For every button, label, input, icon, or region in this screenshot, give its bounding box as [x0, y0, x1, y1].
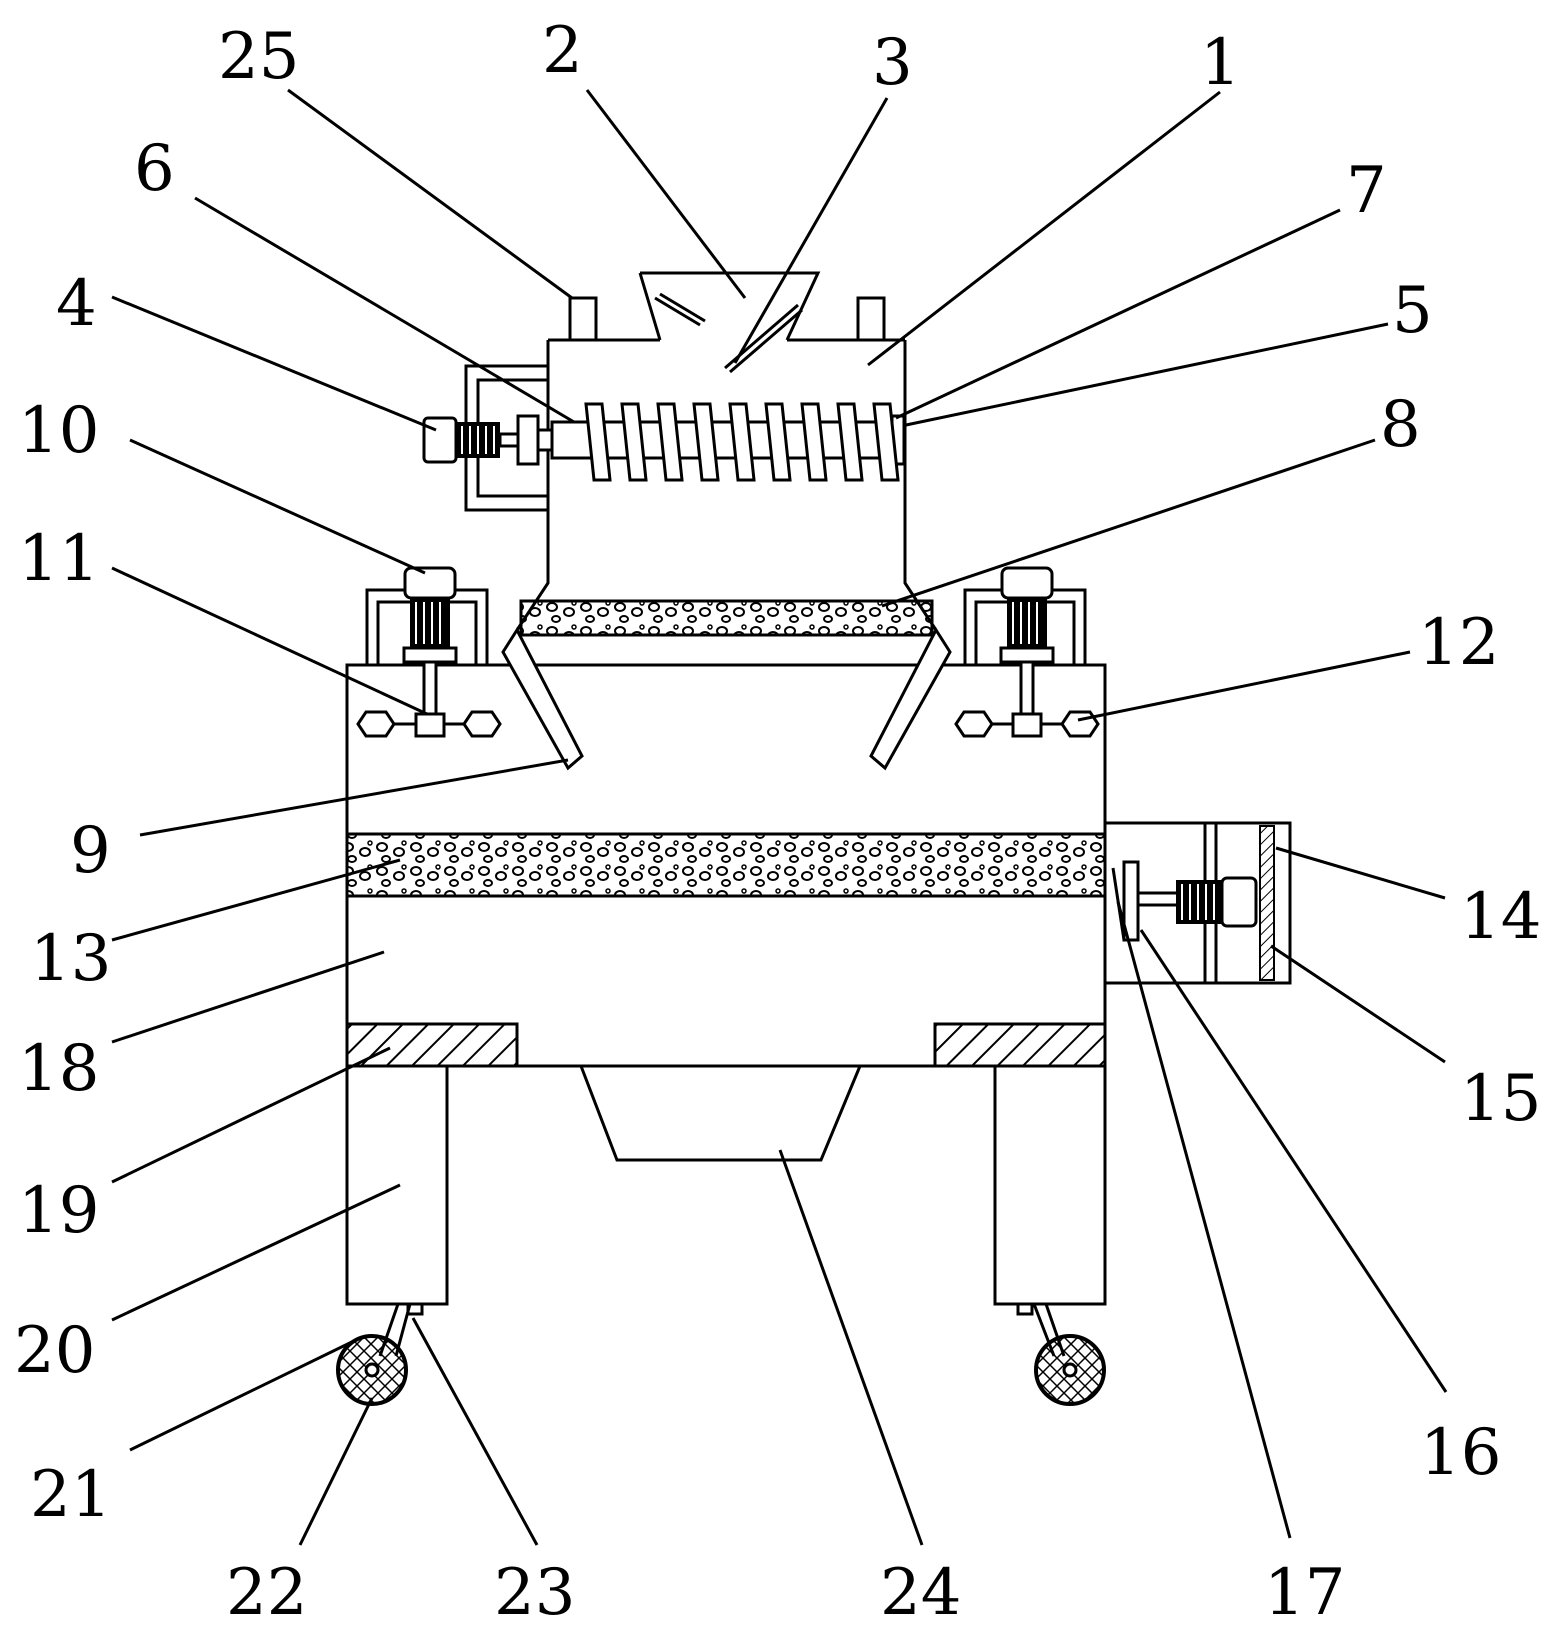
leader-7 [895, 208, 1341, 420]
guide-chute-left [501, 626, 584, 771]
callout-16: 16 [1420, 1416, 1501, 1490]
callout-21: 21 [30, 1458, 111, 1532]
leader-12 [1077, 650, 1411, 722]
filter-layer [345, 832, 1107, 898]
screw-blade [656, 402, 684, 482]
crusher-screen [519, 599, 934, 637]
leader-8 [881, 438, 1376, 608]
crusher-motor [422, 414, 554, 466]
callout-18: 18 [18, 1032, 99, 1106]
callout-7: 7 [1346, 154, 1387, 228]
leader-4 [111, 295, 437, 432]
callout-2: 2 [542, 14, 583, 88]
leader-25 [287, 88, 573, 300]
support-pad-right [933, 1022, 1107, 1068]
screw-blade [728, 402, 756, 482]
vent-pipe-left [568, 296, 598, 342]
discharge-hopper [579, 1065, 862, 1162]
leader-11 [111, 566, 428, 716]
leg-right [993, 1064, 1107, 1306]
callout-11: 11 [18, 522, 99, 596]
leader-6 [194, 196, 575, 424]
leader-13 [111, 858, 401, 942]
guide-plate [654, 292, 803, 374]
caster-left [336, 1302, 424, 1406]
leader-5 [905, 322, 1389, 427]
callout-labels: 1 2 3 4 5 6 7 8 9 10 11 12 13 14 15 16 1… [14, 14, 1541, 1630]
side-motor [1136, 876, 1258, 928]
support-pad-left [345, 1022, 519, 1068]
callout-15: 15 [1460, 1062, 1541, 1136]
leader-1 [867, 90, 1221, 367]
screw-blade [584, 402, 612, 482]
callout-5: 5 [1392, 274, 1433, 348]
leader-17 [1116, 901, 1292, 1539]
callout-3: 3 [872, 26, 913, 100]
callout-20: 20 [14, 1314, 95, 1388]
leader-21 [129, 1336, 361, 1452]
callout-6: 6 [134, 132, 175, 206]
stirring-motor-left [365, 566, 489, 718]
leader-lines [111, 88, 1448, 1546]
callout-4: 4 [56, 267, 97, 341]
crushing-box [515, 338, 938, 631]
leader-15 [1270, 944, 1446, 1064]
stirring-blades-left [356, 710, 502, 738]
callout-23: 23 [494, 1556, 575, 1630]
feed-hopper [638, 271, 821, 341]
leader-14 [1275, 846, 1446, 900]
leader-23 [411, 1317, 539, 1546]
screw-blade [692, 402, 720, 482]
screw-blade [872, 402, 900, 482]
callout-19: 19 [18, 1174, 99, 1248]
leader-20 [111, 1183, 401, 1322]
leader-22 [298, 1397, 374, 1546]
guide-chute-right [869, 626, 952, 771]
leader-24 [778, 1149, 924, 1546]
screw-blades [584, 402, 900, 482]
screw-blade [836, 402, 864, 482]
callout-10: 10 [18, 394, 99, 468]
vent-pipe-right [856, 296, 886, 342]
leader-9 [139, 758, 569, 837]
callout-25: 25 [218, 20, 299, 94]
screw-blade [800, 402, 828, 482]
leader-10 [129, 438, 426, 575]
stirring-blades-right [954, 710, 1100, 738]
callout-17: 17 [1264, 1556, 1345, 1630]
caster-right [1016, 1302, 1106, 1406]
callout-12: 12 [1418, 606, 1499, 680]
callout-9: 9 [70, 814, 111, 888]
stirring-motor-right [963, 566, 1087, 718]
side-filter [1259, 825, 1275, 981]
leader-16 [1139, 929, 1448, 1393]
callout-8: 8 [1380, 388, 1421, 462]
screw-blade [764, 402, 792, 482]
leader-19 [111, 1046, 391, 1184]
leader-2 [585, 89, 747, 299]
callout-22: 22 [226, 1556, 307, 1630]
callout-13: 13 [30, 922, 111, 996]
screw-blade [620, 402, 648, 482]
leader-3 [733, 97, 889, 364]
callout-14: 14 [1460, 880, 1541, 954]
callout-24: 24 [880, 1556, 961, 1630]
leader-18 [111, 950, 385, 1044]
callout-1: 1 [1200, 26, 1241, 100]
